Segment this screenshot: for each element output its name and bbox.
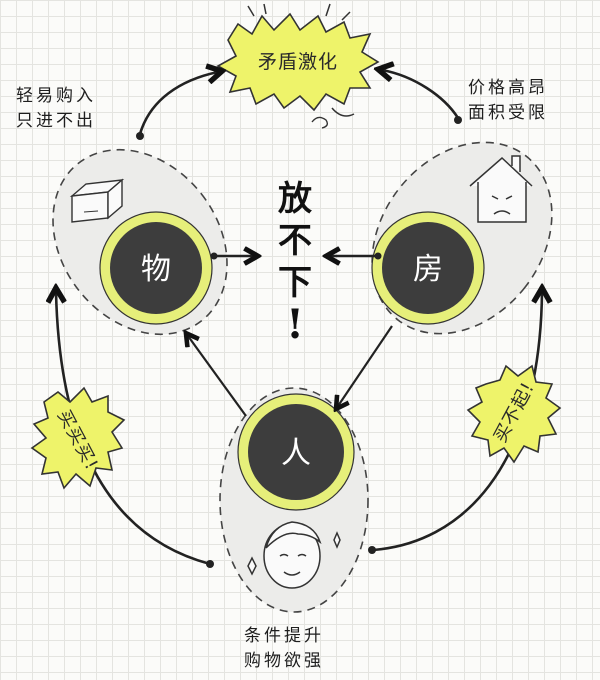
arrow-left-to-burst bbox=[138, 72, 218, 135]
center-char-3: 下 bbox=[278, 263, 312, 303]
right-note-line1: 价格高昂 bbox=[468, 78, 548, 98]
left-note: 轻易购入 只进不出 bbox=[16, 84, 96, 134]
arrow-left-outer bbox=[56, 292, 211, 566]
center-char-4: ! bbox=[286, 301, 304, 348]
wu-label: 物 bbox=[141, 252, 171, 287]
left-note-line1: 轻易购入 bbox=[16, 86, 96, 106]
right-note-line2: 面积受限 bbox=[468, 103, 548, 123]
arrow-right-to-burst bbox=[382, 70, 460, 119]
fang-label: 房 bbox=[413, 252, 443, 287]
arrow-ren-to-wu bbox=[188, 336, 247, 417]
top-burst-label: 矛盾激化 bbox=[258, 51, 338, 73]
box-icon bbox=[69, 178, 125, 223]
right-burst: 买不起! bbox=[466, 364, 562, 464]
top-burst: 矛盾激化 bbox=[216, 3, 380, 129]
center-char-1: 放 bbox=[278, 179, 312, 219]
bottom-note-line2: 购物欲强 bbox=[244, 651, 324, 671]
right-note: 价格高昂 面积受限 bbox=[468, 76, 548, 126]
bottom-note-line1: 条件提升 bbox=[244, 626, 324, 646]
ren-node: 人 bbox=[219, 387, 369, 613]
left-note-line2: 只进不出 bbox=[16, 111, 96, 131]
wu-node: 物 bbox=[52, 148, 228, 336]
ren-label: 人 bbox=[281, 436, 311, 471]
fang-node: 房 bbox=[371, 141, 553, 335]
happy-face-icon bbox=[247, 521, 341, 589]
left-burst: 买买买! bbox=[30, 386, 126, 490]
arrow-right-outer bbox=[371, 292, 542, 552]
bottom-note: 条件提升 购物欲强 bbox=[244, 624, 324, 674]
arrow-fang-to-ren bbox=[338, 325, 393, 406]
center-char-2: 不 bbox=[278, 221, 312, 261]
center-slogan: 放 不 下 ! bbox=[270, 178, 320, 346]
sad-house-icon bbox=[469, 155, 533, 223]
